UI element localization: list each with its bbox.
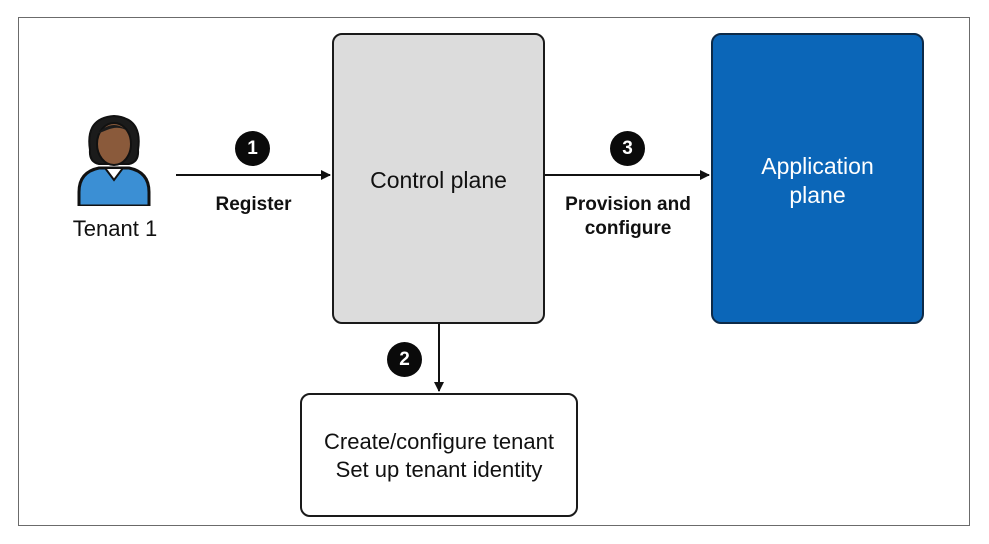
step-2-badge: 2 (387, 342, 422, 377)
person-icon (77, 112, 151, 211)
register-label: Register (215, 194, 292, 215)
tenant-label: Tenant 1 (72, 216, 158, 241)
control-plane-box: Control plane (332, 33, 545, 324)
step-3-badge: 3 (610, 131, 645, 166)
step-1-badge: 1 (235, 131, 270, 166)
control-plane-title: Control plane (370, 167, 507, 193)
